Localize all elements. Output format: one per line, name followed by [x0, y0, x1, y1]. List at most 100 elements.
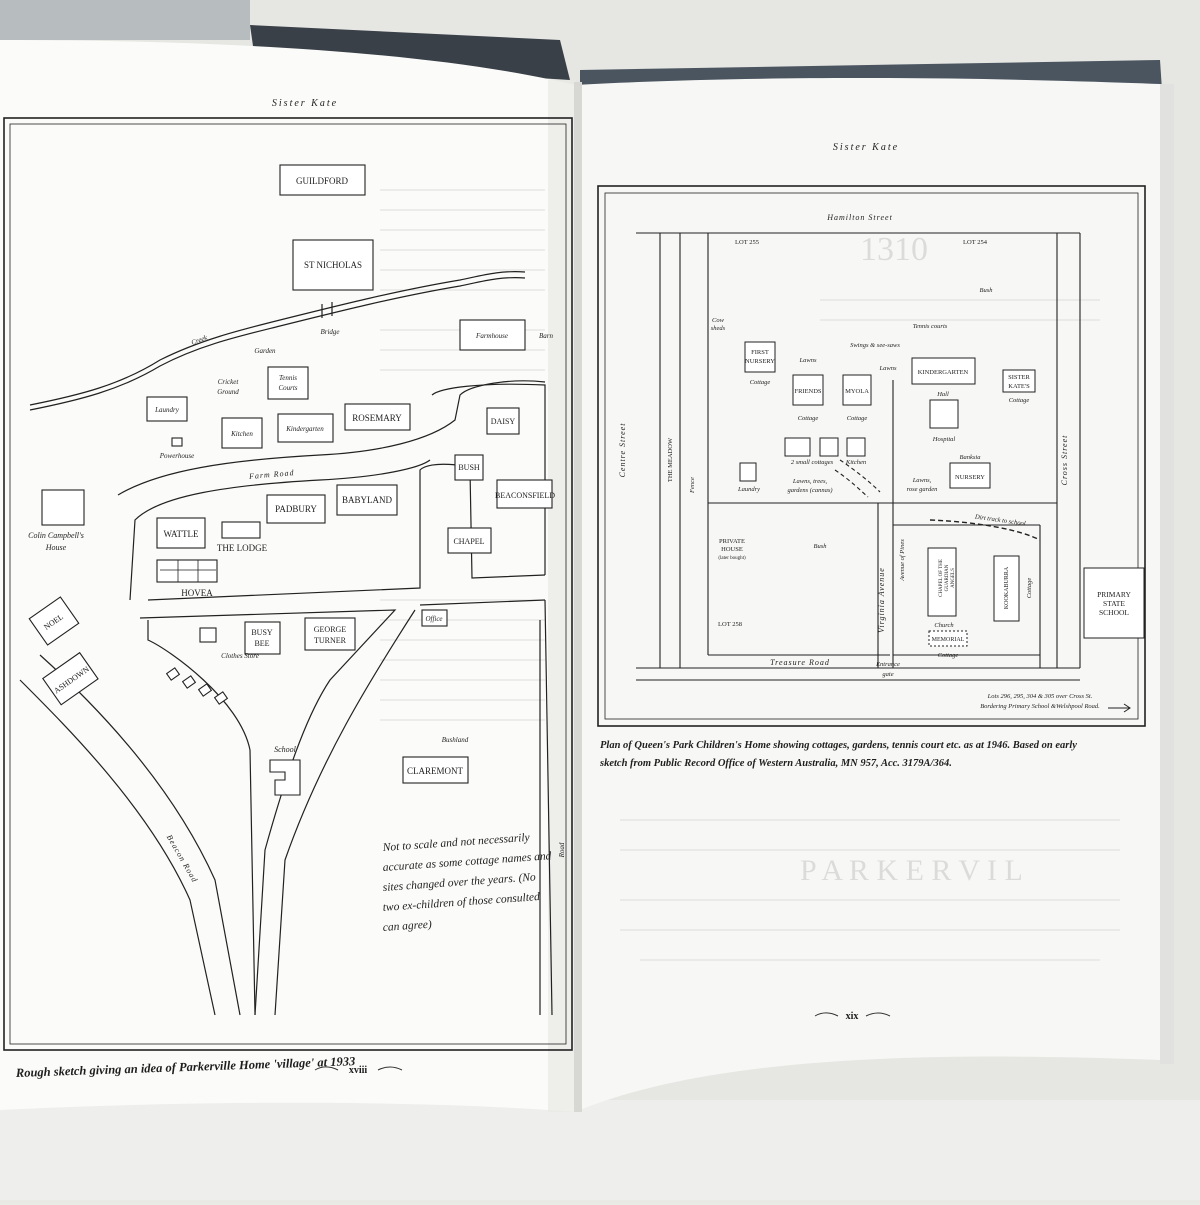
- office-building: [421, 609, 448, 627]
- label-lots-note-2: Bordering Primary School &Welshpool Road…: [980, 703, 1100, 710]
- claremont-building: [402, 756, 469, 784]
- left-page: [0, 40, 575, 1112]
- label-banksia: Banksia: [960, 454, 981, 461]
- label-daisy: DAISY: [491, 417, 516, 426]
- hovea-building: [156, 559, 218, 583]
- bush-building: [454, 454, 484, 481]
- label-lots-note-1: Lots 296, 295, 304 & 305 over Cross St.: [987, 693, 1093, 700]
- small-cottage-2: [819, 437, 839, 457]
- right-caption-line-1: Plan of Queen's Park Children's Home sho…: [600, 740, 1077, 751]
- chapel-building: [447, 527, 492, 554]
- label-hospital: Hospital: [932, 436, 956, 443]
- label-office: Office: [425, 615, 442, 623]
- left-running-head: Sister Kate: [272, 98, 338, 109]
- label-clothes-store: Clothes Store: [221, 652, 259, 660]
- label-bush: BUSH: [458, 463, 480, 472]
- label-colin-2: House: [45, 543, 67, 552]
- label-lawns-right: Lawns: [879, 365, 897, 372]
- kindergarten-hall-building: [911, 357, 976, 385]
- road-vertical: [544, 599, 553, 1016]
- svg-text:P A R K E R V I L: P A R K E R V I L: [800, 854, 1023, 887]
- label-first: FIRST: [751, 349, 769, 356]
- label-tennis-courts: Tennis courts: [913, 323, 948, 330]
- right-page: [575, 77, 1160, 1113]
- label-private-house-2: HOUSE: [721, 546, 743, 553]
- label-cottage-myola: Cottage: [847, 415, 868, 422]
- label-lawns-trees-2: gardens (cannas): [787, 487, 832, 494]
- label-cottage-first: Cottage: [750, 379, 771, 386]
- label-nursery: NURSERY: [955, 474, 985, 481]
- label-school: School: [274, 745, 297, 754]
- st-nicholas-building: [292, 239, 374, 291]
- right-page-number: xix: [846, 1011, 859, 1022]
- kindergarten-building: [277, 413, 334, 443]
- label-babyland: BABYLAND: [342, 495, 393, 505]
- label-padbury: PADBURY: [275, 504, 317, 514]
- label-lawns-trees-1: Lawns, trees,: [792, 478, 828, 485]
- label-rosemary: ROSEMARY: [352, 413, 402, 423]
- label-wattle: WATTLE: [164, 529, 199, 539]
- laundry-right-building: [739, 462, 757, 482]
- hospital-building: [929, 399, 959, 429]
- label-the-lodge: THE LODGE: [217, 543, 268, 553]
- label-claremont: CLAREMONT: [407, 766, 464, 776]
- laundry-building: [146, 396, 188, 422]
- label-church: Church: [934, 622, 953, 629]
- kitchen-right-building: [846, 437, 866, 457]
- label-garden: Garden: [254, 347, 276, 355]
- label-hall: Hall: [936, 391, 949, 398]
- label-hamilton-street: Hamilton Street: [826, 213, 893, 222]
- label-lot-258: LOT 258: [718, 621, 742, 628]
- label-myola: MYOLA: [845, 388, 869, 395]
- label-kindergarten: Kindergarten: [285, 425, 324, 433]
- label-farmhouse: Farmhouse: [475, 332, 508, 340]
- myola-building: [842, 374, 872, 406]
- tennis-courts-building: [267, 366, 309, 400]
- label-primary: PRIMARY: [1097, 590, 1131, 599]
- map-note-line-5: can agree): [382, 919, 432, 934]
- label-chapel: CHAPEL: [453, 537, 484, 546]
- label-guildford: GUILDFORD: [296, 176, 349, 186]
- label-treasure-road: Treasure Road: [770, 658, 830, 667]
- label-centre-street: Centre Street: [618, 423, 627, 478]
- label-george: GEORGE: [314, 625, 347, 634]
- farmhouse-building: [459, 319, 526, 351]
- guildford-building: [279, 164, 366, 196]
- label-cow: Cow: [712, 317, 725, 324]
- label-kindergarten-right: KINDERGARTEN: [918, 369, 969, 376]
- svg-text:1310: 1310: [860, 231, 928, 268]
- george-turner-building: [304, 617, 356, 651]
- left-map-frame: [3, 117, 573, 1051]
- label-sister: SISTER: [1008, 374, 1030, 381]
- label-lot-254: LOT 254: [963, 239, 988, 246]
- label-laundry: Laundry: [154, 406, 180, 414]
- label-school-right: SCHOOL: [1099, 608, 1129, 617]
- padbury-building: [266, 494, 326, 524]
- label-colin-1: Colin Campbell's: [28, 531, 84, 540]
- kitchen-building: [221, 417, 263, 449]
- left-page-number: xviii: [349, 1065, 368, 1076]
- rosemary-building: [344, 403, 411, 431]
- label-cottage-memorial: Cottage: [938, 652, 959, 659]
- label-state: STATE: [1103, 599, 1125, 608]
- kookaburra-building: [993, 555, 1020, 622]
- label-chapel-2: GUARDIAN: [945, 564, 950, 591]
- wattle-building: [156, 517, 206, 549]
- label-busy: BUSY: [251, 628, 273, 637]
- friends-building: [792, 374, 824, 406]
- label-road: Road: [558, 842, 566, 858]
- noel-building: [28, 596, 80, 646]
- label-small-cottages: 2 small cottages: [791, 459, 834, 466]
- label-kitchen-right: Kitchen: [845, 459, 866, 466]
- label-courts: Courts: [278, 384, 297, 392]
- label-cottage-sister: Cottage: [1009, 397, 1030, 404]
- label-lot-255: LOT 255: [735, 239, 759, 246]
- queens-park-map: [636, 232, 1081, 681]
- daisy-building: [486, 407, 520, 435]
- label-bush-mid: Bush: [814, 543, 827, 550]
- label-powerhouse: Powerhouse: [159, 452, 194, 460]
- label-beaconsfield: BEACONSFIELD: [495, 491, 555, 500]
- chapel-guardian-building: [927, 547, 957, 617]
- label-farm-road: Farm Road: [248, 468, 295, 481]
- label-chapel-3: ANGELS: [951, 568, 956, 588]
